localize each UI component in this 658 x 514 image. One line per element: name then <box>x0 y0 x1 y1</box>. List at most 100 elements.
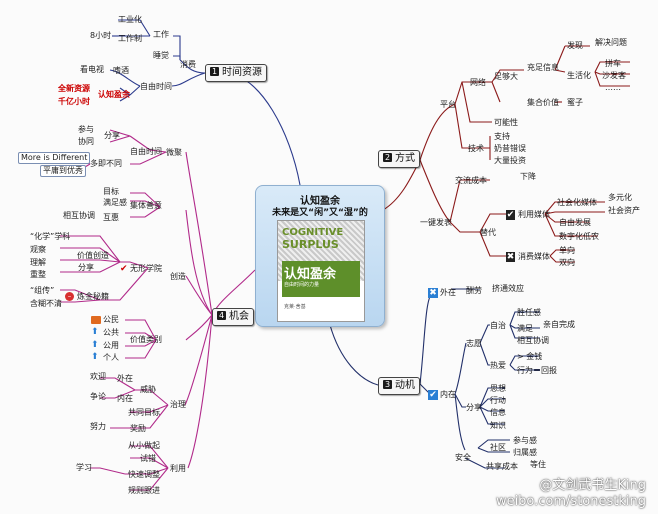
node-effort[interactable]: 努力 <box>90 422 106 431</box>
node-rumor[interactable]: “组传” <box>30 286 55 295</box>
central-topic[interactable]: 认知盈余 未来是又“闲”又“湿”的 COGNITIVE SURPLUS 认知盈余… <box>255 185 385 327</box>
node-chance-share[interactable]: 分享 <box>104 131 120 140</box>
node-start-small[interactable]: 从小做起 <box>128 441 160 450</box>
node-decline[interactable]: 下降 <box>520 172 536 181</box>
node-invisible-school[interactable]: 无形学院 <box>130 264 162 273</box>
node-work[interactable]: 工作 <box>153 30 169 39</box>
node-solve-problem[interactable]: 解决问题 <box>595 38 627 47</box>
node-weigh[interactable]: 威胁 <box>140 385 156 394</box>
node-sufficient-info[interactable]: 充足信息 <box>527 63 559 72</box>
node-feasibility[interactable]: 可能性 <box>494 118 518 127</box>
node-free-time[interactable]: 自由时间 <box>140 82 172 91</box>
node-mass-vote[interactable]: 大量投资 <box>494 156 526 165</box>
node-vague[interactable]: 含糊不清 <box>30 299 62 308</box>
node-gt-money[interactable]: > 金钱 <box>517 352 543 361</box>
node-satisfaction[interactable]: 满足感 <box>103 198 127 207</box>
node-equal[interactable]: 等住 <box>530 460 546 469</box>
node-personal[interactable]: 个人 <box>103 353 119 362</box>
node-participate[interactable]: 参与感 <box>513 436 537 445</box>
node-shared-value[interactable]: 共享成本 <box>486 462 518 471</box>
node-fast-adjust[interactable]: 快速调整 <box>128 470 160 479</box>
node-two-way[interactable]: 双向 <box>559 258 575 267</box>
node-learn[interactable]: 学习 <box>76 463 92 472</box>
node-mutual-help[interactable]: 相互协调 <box>517 336 549 345</box>
node-one-way[interactable]: 单向 <box>559 246 575 255</box>
node-chance-free-time[interactable]: 自由时间 <box>130 147 162 156</box>
node-couchsurf[interactable]: 沙发客 <box>602 71 626 80</box>
node-behave-report[interactable]: 行为＝回报 <box>517 366 557 375</box>
node-consume[interactable]: 消费 <box>180 60 196 69</box>
node-diversify[interactable]: 多元化 <box>608 193 632 202</box>
node-new-resource[interactable]: 全新资源 <box>58 84 90 93</box>
node-exchange-cost[interactable]: 交流成本 <box>455 176 487 185</box>
node-more-is-different[interactable]: More is Different <box>18 152 91 164</box>
node-value-create[interactable]: 价值创造 <box>77 251 109 260</box>
node-interact[interactable]: 互惠 <box>103 213 119 222</box>
node-satisfy[interactable]: 满足 <box>517 324 533 333</box>
node-shared-goal[interactable]: 共同目标 <box>128 408 160 417</box>
node-chance-reward[interactable]: 奖励 <box>130 424 146 433</box>
node-autonomy[interactable]: 自治 <box>490 321 506 330</box>
node-community[interactable]: 社区 <box>490 443 506 452</box>
node-common[interactable]: 公共 <box>103 328 119 337</box>
node-will[interactable]: 志愿 <box>466 339 482 348</box>
node-consume-media[interactable]: 消费媒体 <box>518 252 550 261</box>
node-public[interactable]: 公民 <box>103 315 119 324</box>
node-safety[interactable]: 安全 <box>455 453 471 462</box>
node-trillion-hours[interactable]: 千亿小时 <box>58 97 90 106</box>
node-reward[interactable]: 酬劳 <box>466 286 482 295</box>
node-self-complete[interactable]: 亲自完成 <box>543 320 575 329</box>
node-collective[interactable]: 集体善意 <box>130 201 162 210</box>
node-value-category[interactable]: 价值类别 <box>130 335 162 344</box>
node-enough-big[interactable]: 足够大 <box>494 72 518 81</box>
node-lifestyle[interactable]: 生活化 <box>567 71 591 80</box>
node-many-different[interactable]: 多即不同 <box>90 159 122 168</box>
node-social-asset[interactable]: 社会资产 <box>608 206 640 215</box>
node-knowledge[interactable]: 知识 <box>490 421 506 430</box>
node-crowding-effect[interactable]: 挤通效应 <box>492 284 524 293</box>
node-chance-shared[interactable]: 分享 <box>78 263 94 272</box>
node-think[interactable]: 思想 <box>490 384 506 393</box>
node-refine-screen[interactable]: 炼金秘籍 <box>77 292 109 301</box>
node-competence[interactable]: 胜任感 <box>517 308 541 317</box>
node-tv[interactable]: 看电视 <box>80 65 104 74</box>
node-social-media[interactable]: 社会化媒体 <box>557 198 597 207</box>
node-self-dev[interactable]: 自由发展 <box>559 218 591 227</box>
node-replace[interactable]: 替代 <box>480 228 496 237</box>
node-governance[interactable]: 治理 <box>170 400 186 409</box>
node-chance-participate[interactable]: 参与 <box>78 125 94 134</box>
node-ellipsis[interactable]: …… <box>605 83 621 92</box>
node-carpool[interactable]: 拼车 <box>605 59 621 68</box>
node-micro[interactable]: 微聚 <box>166 148 182 157</box>
node-beehive[interactable]: 蜜子 <box>567 98 583 107</box>
node-work-system[interactable]: 工作制 <box>118 34 142 43</box>
node-action[interactable]: 行动 <box>490 396 506 405</box>
node-share[interactable]: 分享 <box>466 403 482 412</box>
node-industrialize[interactable]: 工业化 <box>118 15 142 24</box>
node-chemistry[interactable]: “化学”学科 <box>30 232 71 241</box>
node-create[interactable]: 创造 <box>170 272 186 281</box>
node-outside[interactable]: 外在 <box>117 374 133 383</box>
node-use[interactable]: 利用 <box>170 464 186 473</box>
node-network[interactable]: 网络 <box>470 78 486 87</box>
node-mutual[interactable]: 相互协调 <box>63 211 95 220</box>
node-observe[interactable]: 观察 <box>30 245 46 254</box>
node-chance-cooperate[interactable]: 协同 <box>78 137 94 146</box>
node-milk-powder[interactable]: 奶昔错误 <box>494 144 526 153</box>
node-target[interactable]: 目标 <box>103 187 119 196</box>
node-understand[interactable]: 理解 <box>30 258 46 267</box>
node-tech[interactable]: 技术 <box>468 144 484 153</box>
node-one-click-publish[interactable]: 一键发表 <box>420 218 452 227</box>
node-addict[interactable]: 嗜酒 <box>113 66 129 75</box>
node-discover[interactable]: 发现 <box>567 41 583 50</box>
node-reorganize[interactable]: 重整 <box>30 270 46 279</box>
node-eight-hours[interactable]: 8小时 <box>90 31 112 40</box>
node-inside[interactable]: 内在 <box>117 394 133 403</box>
node-try-wrong[interactable]: 试错 <box>140 454 156 463</box>
node-use-media[interactable]: 利用媒体 <box>518 210 550 219</box>
node-public-use[interactable]: 公用 <box>103 341 119 350</box>
